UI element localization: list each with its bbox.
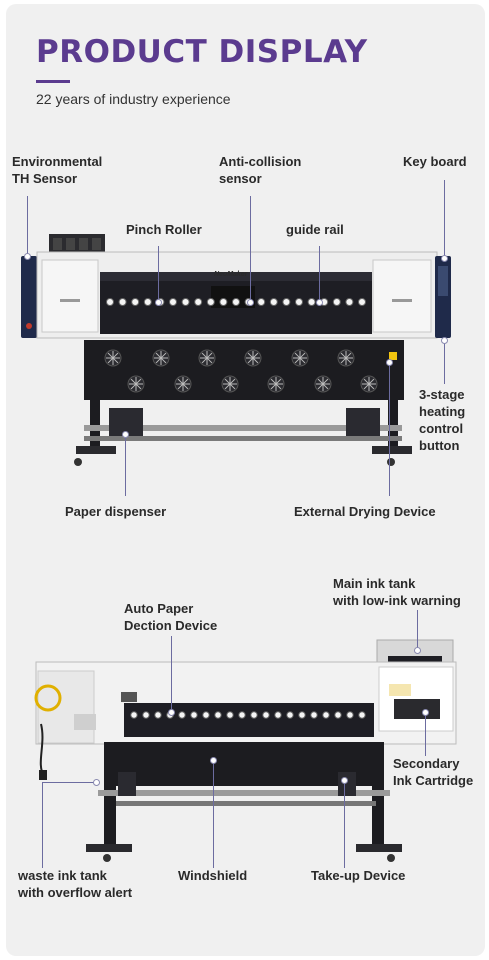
leader-paper-dispenser	[125, 434, 126, 496]
marker-pinch-roller	[155, 299, 162, 306]
marker-auto-paper	[168, 709, 175, 716]
printer-back-illustration	[34, 639, 457, 862]
callout-secondary-ink: Secondary Ink Cartridge	[393, 756, 474, 788]
product-display-card: PRODUCT DISPLAY 22 years of industry exp…	[6, 4, 485, 956]
marker-windshield	[210, 757, 217, 764]
marker-environmental-sensor	[24, 253, 31, 260]
leader-heating-button	[444, 340, 445, 384]
callout-paper-dispenser: Paper dispenser	[65, 504, 167, 519]
leader-waste-ink-horizontal	[42, 782, 96, 783]
leader-auto-paper	[171, 636, 172, 712]
leader-anti-collision	[250, 196, 251, 302]
callout-key-board: Key board	[403, 154, 467, 169]
leader-key-board	[444, 180, 445, 258]
leader-environmental-sensor	[27, 196, 28, 256]
marker-anti-collision	[247, 299, 254, 306]
callout-environmental-sensor: Environmental TH Sensor	[12, 154, 103, 186]
callout-anti-collision: Anti-collision sensor	[219, 154, 302, 186]
pinch-roller-row	[106, 298, 366, 306]
callout-external-drying: External Drying Device	[294, 504, 436, 519]
leader-waste-ink-vertical	[42, 782, 43, 868]
leader-windshield	[213, 760, 214, 868]
marker-waste-ink	[93, 779, 100, 786]
marker-guide-rail	[316, 299, 323, 306]
callout-pinch-roller: Pinch Roller	[126, 222, 202, 237]
marker-external-drying	[386, 359, 393, 366]
marker-heating-button	[441, 337, 448, 344]
leader-main-ink-tank	[417, 610, 418, 650]
drying-fans	[104, 349, 378, 393]
callout-windshield: Windshield	[178, 868, 248, 883]
back-roller-row	[130, 711, 366, 719]
page-subtitle: 22 years of industry experience	[36, 91, 231, 107]
marker-take-up	[341, 777, 348, 784]
marker-paper-dispenser	[122, 431, 129, 438]
leader-guide-rail	[319, 246, 320, 302]
callout-auto-paper: Auto Paper Dection Device	[124, 601, 218, 633]
leader-pinch-roller	[158, 246, 159, 302]
marker-key-board	[441, 255, 448, 262]
callout-guide-rail: guide rail	[286, 222, 344, 237]
callout-heating-button: 3-stage heating control button	[419, 387, 466, 453]
leader-external-drying	[389, 362, 390, 496]
title-underline	[36, 80, 70, 83]
leader-secondary-ink	[425, 712, 426, 756]
leader-take-up	[344, 780, 345, 868]
printer-brand-label: NeoMaker	[214, 271, 248, 278]
callout-main-ink-tank: Main ink tank with low-ink warning	[333, 576, 461, 608]
marker-main-ink-tank	[414, 647, 421, 654]
callout-waste-ink: waste ink tank with overflow alert	[18, 868, 133, 900]
page-title: PRODUCT DISPLAY	[36, 34, 368, 70]
marker-secondary-ink	[422, 709, 429, 716]
callout-take-up: Take-up Device	[311, 868, 406, 883]
printer-front-illustration	[21, 234, 451, 466]
